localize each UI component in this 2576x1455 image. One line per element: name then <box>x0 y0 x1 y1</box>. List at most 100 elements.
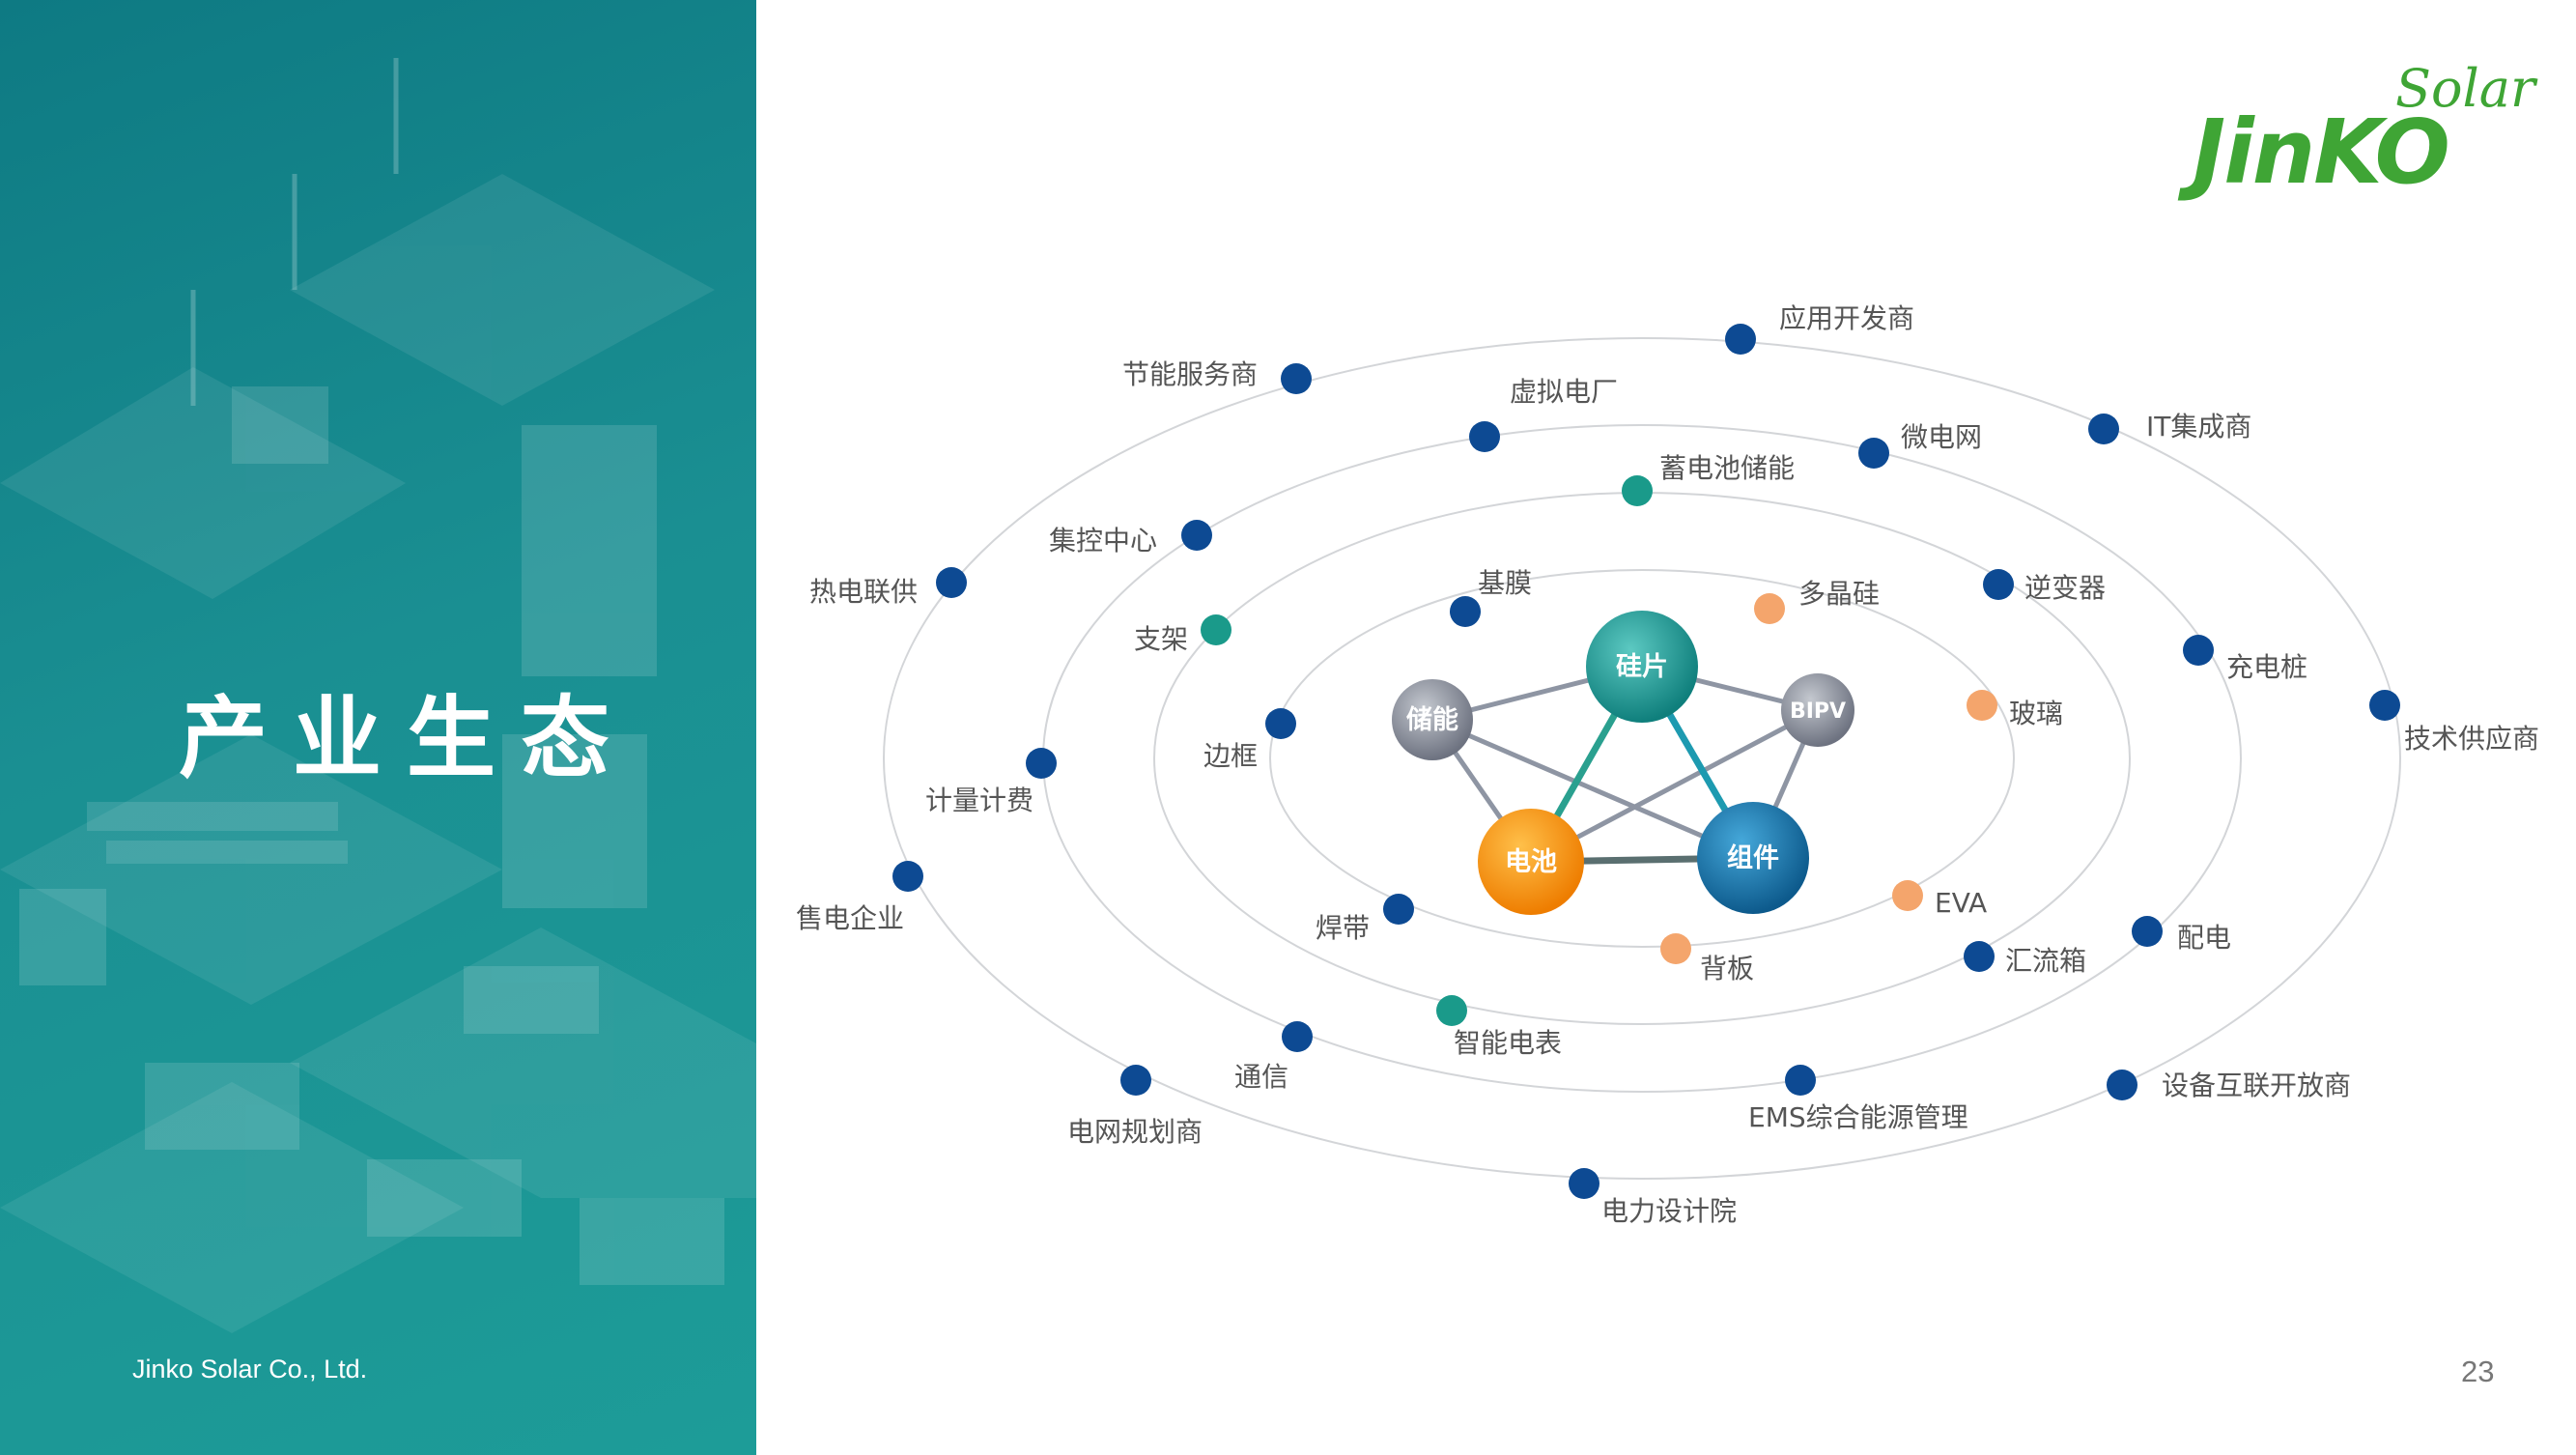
satellite-node: 配电 <box>2132 916 2231 954</box>
satellite-dot <box>1201 614 1231 645</box>
satellite-node: 通信 <box>1234 1021 1313 1093</box>
satellite-node: 节能服务商 <box>1122 358 1312 394</box>
core-node-bipv: BIPV <box>1781 673 1854 747</box>
satellite-node: 计量计费 <box>925 748 1057 816</box>
satellite-label: 背板 <box>1700 953 1754 984</box>
satellite-node: 微电网 <box>1858 421 1982 469</box>
satellite-node: 基膜 <box>1450 567 1532 627</box>
section-title: 产业生态 <box>179 687 636 790</box>
jinko-logo: Solar JinKO <box>2193 58 2540 204</box>
satellite-dot <box>1469 421 1500 452</box>
satellite-label: 基膜 <box>1478 567 1532 599</box>
satellite-dot <box>1450 596 1481 627</box>
satellite-label: 售电企业 <box>796 902 904 934</box>
satellite-node: 电力设计院 <box>1569 1168 1737 1227</box>
satellite-node: IT集成商 <box>2088 411 2251 444</box>
satellite-dot <box>2088 414 2119 444</box>
satellite-dot <box>1026 748 1057 779</box>
satellite-label: 集控中心 <box>1049 525 1157 556</box>
satellite-label: 蓄电池储能 <box>1659 452 1795 484</box>
satellite-label: 应用开发商 <box>1779 302 1914 334</box>
core-label-storage: 储能 <box>1406 704 1458 735</box>
page-number: 23 <box>2461 1355 2495 1388</box>
satellite-node: 多晶硅 <box>1754 578 1880 624</box>
link-storage-module <box>1430 717 1756 861</box>
satellite-node: 集控中心 <box>1049 520 1212 556</box>
satellite-dot <box>1281 363 1312 394</box>
satellite-label: 虚拟电厂 <box>1510 376 1618 408</box>
satellite-label: 配电 <box>2177 922 2231 954</box>
satellite-node: 边框 <box>1203 708 1296 772</box>
core-label-module: 组件 <box>1727 842 1779 873</box>
satellite-dot <box>1265 708 1296 739</box>
satellite-dot <box>1383 894 1414 925</box>
satellite-dot <box>1569 1168 1599 1199</box>
satellite-dot <box>1660 933 1691 964</box>
satellite-label: 充电桩 <box>2226 651 2307 683</box>
satellite-node: 电网规划商 <box>1067 1065 1203 1148</box>
satellite-dot <box>1983 569 2014 600</box>
satellite-label: EMS综合能源管理 <box>1748 1101 1968 1133</box>
satellite-dot <box>1181 520 1212 551</box>
satellite-dot <box>2369 690 2400 721</box>
satellite-label: 计量计费 <box>925 785 1033 816</box>
satellite-dot <box>1892 880 1923 911</box>
satellite-dot <box>2107 1070 2137 1100</box>
core-node-storage: 储能 <box>1392 679 1473 760</box>
core-label-bipv: BIPV <box>1790 699 1846 724</box>
satellite-node: 蓄电池储能 <box>1622 452 1795 506</box>
core-node-silicon: 硅片 <box>1586 611 1698 723</box>
satellite-label: 节能服务商 <box>1122 358 1258 390</box>
satellite-node: 背板 <box>1660 933 1754 984</box>
satellite-label: 热电联供 <box>809 576 918 608</box>
satellite-label: 汇流箱 <box>2005 945 2086 977</box>
core-label-silicon: 硅片 <box>1616 652 1668 682</box>
satellite-dot <box>1967 690 1997 721</box>
core-node-module: 组件 <box>1697 802 1809 914</box>
satellite-label: 逆变器 <box>2024 572 2106 604</box>
satellite-label: 多晶硅 <box>1798 578 1880 610</box>
satellite-label: 通信 <box>1234 1061 1288 1093</box>
logo-jinko-text: JinKO <box>2193 100 2450 204</box>
satellite-dot <box>1754 593 1785 624</box>
satellite-label: EVA <box>1935 887 1987 919</box>
satellite-label: IT集成商 <box>2146 411 2251 442</box>
satellite-dot <box>1785 1065 1816 1096</box>
satellite-dot <box>1282 1021 1313 1052</box>
orbit-ring-4 <box>883 337 2401 1180</box>
satellite-node: 售电企业 <box>796 861 923 934</box>
satellite-label: 设备互联开放商 <box>2162 1070 2351 1101</box>
satellite-node: 智能电表 <box>1436 995 1562 1059</box>
satellite-label: 玻璃 <box>2009 698 2063 729</box>
satellite-dot <box>1120 1065 1151 1096</box>
satellite-label: 微电网 <box>1901 421 1982 453</box>
link-bipv-battery <box>1528 707 1821 865</box>
satellite-node: 应用开发商 <box>1725 302 1914 355</box>
satellite-dot <box>2132 916 2163 947</box>
satellite-dot <box>1436 995 1467 1026</box>
city-illustration <box>0 58 756 1333</box>
satellite-dot <box>1622 475 1653 506</box>
satellite-dot <box>1725 324 1756 355</box>
logo-solar-text: Solar <box>2395 58 2535 119</box>
satellite-label: 焊带 <box>1316 912 1370 944</box>
core-label-battery: 电池 <box>1505 847 1557 877</box>
satellite-dot <box>936 567 967 598</box>
satellite-node: EMS综合能源管理 <box>1748 1065 1968 1133</box>
satellite-node: 设备互联开放商 <box>2107 1070 2351 1101</box>
satellite-label: 技术供应商 <box>2404 723 2539 755</box>
satellite-label: 电网规划商 <box>1067 1116 1203 1148</box>
satellite-node: 充电桩 <box>2183 635 2307 683</box>
satellite-label: 边框 <box>1203 740 1258 772</box>
satellite-dot <box>1858 438 1889 469</box>
satellite-node: 技术供应商 <box>2369 690 2539 755</box>
satellite-dot <box>2183 635 2214 666</box>
company-name: Jinko Solar Co., Ltd. <box>132 1355 368 1384</box>
left-panel: 产业生态 Jinko Solar Co., Ltd. <box>0 0 756 1455</box>
core-node-battery: 电池 <box>1478 809 1584 915</box>
satellite-node: EVA <box>1892 880 1987 919</box>
satellite-dot <box>892 861 923 892</box>
satellite-node: 支架 <box>1134 614 1231 655</box>
satellite-label: 支架 <box>1134 623 1188 655</box>
